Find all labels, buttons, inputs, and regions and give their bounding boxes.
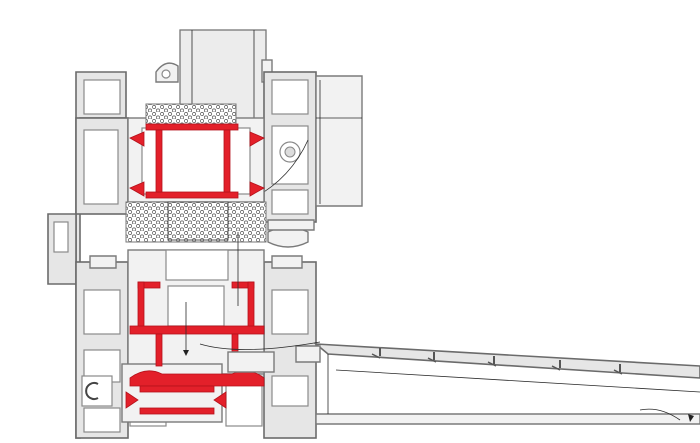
gasket-seals bbox=[89, 219, 315, 269]
sloped-sill-profile bbox=[227, 343, 700, 425]
insulation-core bbox=[125, 103, 267, 243]
thermal-break-strips bbox=[125, 123, 265, 415]
drainage-path bbox=[183, 232, 694, 422]
exterior-cover-profile bbox=[249, 75, 363, 207]
